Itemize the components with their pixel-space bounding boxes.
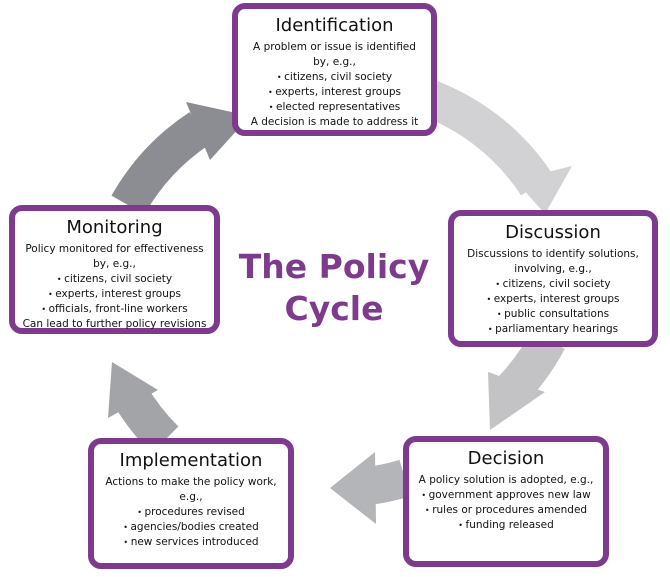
arrowhead-decision-to-implementation [330,452,376,524]
stage-bullet: procedures revised [100,505,282,520]
stage-bullet: new services introduced [100,535,282,550]
diagram-title: The Policy Cycle [222,246,446,330]
stage-intro: A problem or issue is identified by, e.g… [253,41,416,68]
stage-bullet-list: citizens, civil society experts, interes… [244,70,425,115]
stage-bullet: experts, interest groups [244,85,425,100]
stage-bullet-list: citizens, civil society experts, interes… [460,277,646,337]
stage-bullet: agencies/bodies created [100,520,282,535]
stage-bullet-list: government approves new law rules or pro… [415,488,597,533]
arrowhead-discussion-to-decision [488,372,545,430]
stage-bullet: experts, interest groups [21,287,208,302]
arrowhead-identification-to-discussion [515,166,572,214]
stage-bullet-list: citizens, civil society experts, interes… [21,272,208,317]
stage-bullet: rules or procedures amended [415,503,597,518]
stage-intro: Actions to make the policy work, e.g., [105,476,277,503]
stage-intro: Policy monitored for effectiveness by, e… [25,243,204,270]
stage-bullet: elected representatives [244,100,425,115]
stage-intro: Discussions to identify solutions, invol… [467,248,639,275]
stage-identification: Identification A problem or issue is ide… [232,3,437,136]
stage-outro: A decision is made to address it [250,116,419,128]
stage-bullet: government approves new law [415,488,597,503]
stage-bullet: parliamentary hearings [460,322,646,337]
stage-title: Identification [275,15,394,36]
stage-bullet: public consultations [460,307,646,322]
stage-monitoring: Monitoring Policy monitored for effectiv… [9,205,220,334]
stage-bullet: citizens, civil society [21,272,208,287]
stage-title: Discussion [505,222,601,243]
stage-intro: A policy solution is adopted, e.g., [418,474,594,486]
stage-title: Decision [467,448,545,469]
arrow-identification-to-discussion [413,76,553,196]
arrowhead-implementation-to-monitoring [108,362,158,418]
diagram-title-line: The Policy [238,247,430,286]
stage-implementation: Implementation Actions to make the polic… [88,438,294,569]
stage-bullet: officials, front-line workers [21,302,208,317]
stage-title: Implementation [119,450,263,471]
stage-bullet: citizens, civil society [244,70,425,85]
stage-decision: Decision A policy solution is adopted, e… [403,436,609,567]
stage-title: Monitoring [66,217,163,238]
arrow-monitoring-to-identification [111,112,211,215]
stage-outro: Can lead to further policy revisions [22,318,207,330]
stage-discussion: Discussion Discussions to identify solut… [448,210,658,347]
diagram-title-line: Cycle [284,289,384,328]
stage-bullet: experts, interest groups [460,292,646,307]
stage-bullet: citizens, civil society [460,277,646,292]
stage-bullet-list: procedures revised agencies/bodies creat… [100,505,282,550]
stage-bullet: funding released [415,518,597,533]
